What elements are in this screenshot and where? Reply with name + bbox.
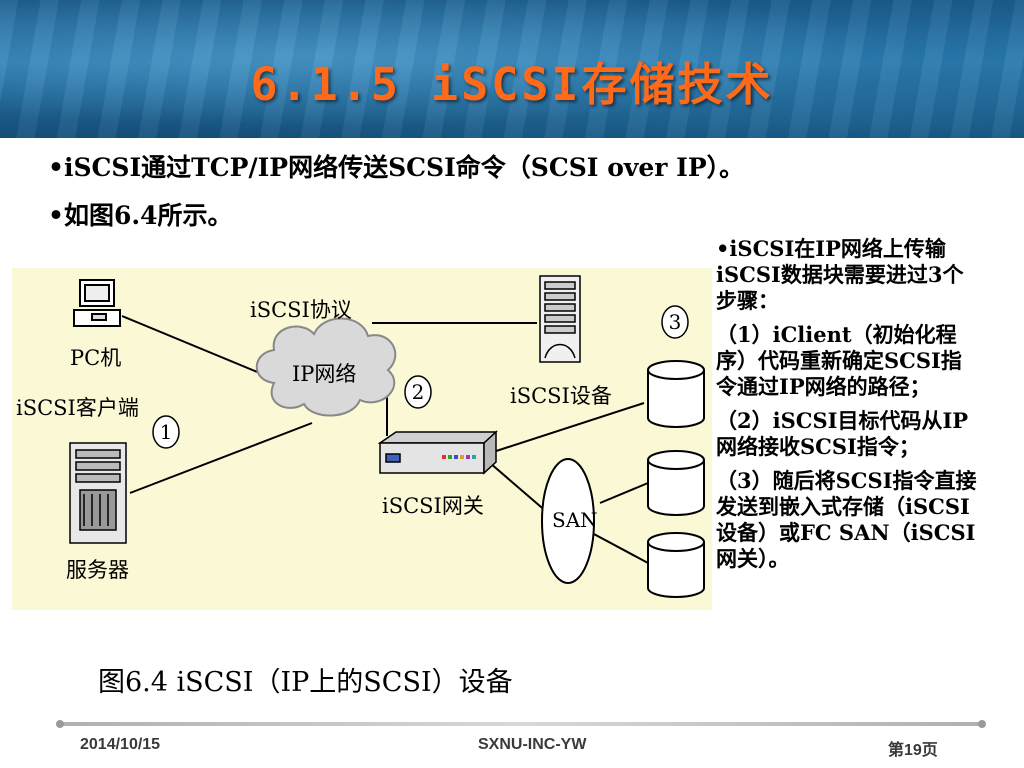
line-server-to-ip <box>129 422 313 494</box>
pc-icon <box>73 279 121 327</box>
bullet-1: •iSCSI通过TCP/IP网络传送SCSI命令（SCSI over IP）。 <box>48 153 745 182</box>
label-iscsi-protocol: iSCSI协议 <box>250 298 352 322</box>
server-icon <box>69 442 127 544</box>
side-step-3: （3）随后将SCSI指令直接发送到嵌入式存储（iSCSI设备）或FC SAN（i… <box>716 468 977 571</box>
figure-6-4: 1 2 3 PC机 iSCSI客户端 服务器 iSCSI协议 IP网络 iSCS… <box>12 268 712 610</box>
header-banner <box>0 0 1024 138</box>
footer-date: 2014/10/15 <box>80 736 161 753</box>
step-marker-1-circle <box>152 415 180 449</box>
iscsi-gateway-icon <box>377 430 498 475</box>
side-step-1: （1）iClient（初始化程序）代码重新确定SCSI指令通过IP网络的路径； <box>716 322 962 399</box>
footer-org: SXNU-INC-YW <box>478 736 587 753</box>
disk-icon <box>647 450 705 516</box>
footer-divider-dot <box>56 720 64 728</box>
label-ip-network: IP网络 <box>292 362 357 386</box>
label-iscsi-device: iSCSI设备 <box>510 384 612 408</box>
iscsi-device-icon <box>539 275 581 363</box>
step-marker-2-circle <box>404 375 432 409</box>
san-ellipse <box>541 458 595 584</box>
line-gateway-to-san <box>489 462 549 514</box>
line-pc-to-ip <box>121 315 268 377</box>
line-gateway-to-disk1 <box>489 402 645 454</box>
label-iscsi-client: iSCSI客户端 <box>16 396 139 420</box>
step-marker-3: 3 <box>669 310 682 334</box>
step-marker-2: 2 <box>412 380 425 404</box>
line-san-to-disk2 <box>599 482 649 504</box>
side-step-2: （2）iSCSI目标代码从IP网络接收SCSI指令； <box>716 408 969 459</box>
side-notes: •iSCSI在IP网络上传输iSCSI数据块需要进过3个步骤： （1）iClie… <box>716 236 978 580</box>
footer-divider <box>58 722 984 726</box>
step-marker-1: 1 <box>160 420 173 444</box>
line-san-to-disk3 <box>591 532 649 564</box>
bullet-2: •如图6.4所示。 <box>48 201 233 230</box>
disk-icon <box>647 532 705 598</box>
slide-title: 6.1.5 iSCSI存储技术 <box>250 58 774 111</box>
footer-divider-dot <box>978 720 986 728</box>
label-server: 服务器 <box>66 558 129 582</box>
header-texture <box>0 0 1024 138</box>
label-iscsi-gateway: iSCSI网关 <box>382 494 484 518</box>
step-marker-3-circle <box>661 305 689 339</box>
ip-network-cloud <box>255 317 397 417</box>
figure-caption: 图6.4 iSCSI（IP上的SCSI）设备 <box>98 667 513 698</box>
disk-icon <box>647 360 705 428</box>
label-san: SAN <box>552 508 598 532</box>
side-intro: •iSCSI在IP网络上传输iSCSI数据块需要进过3个步骤： <box>716 236 964 313</box>
label-pc: PC机 <box>70 346 122 370</box>
network-diagram: 1 2 3 <box>69 275 705 598</box>
footer-page-number: 第19页 <box>888 742 938 759</box>
